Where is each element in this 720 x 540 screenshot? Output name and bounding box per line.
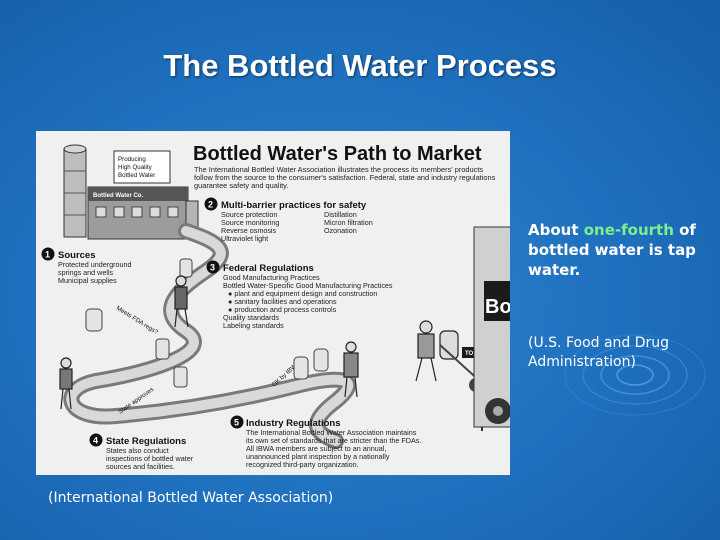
step-2-left-2: Source monitoring <box>221 218 279 227</box>
fact-prefix: About <box>528 221 584 239</box>
step-1-line-3: Municipal supplies <box>58 276 117 285</box>
step-5-line-3: All IBWA members are subject to an annua… <box>246 444 386 453</box>
step-5-number: 5 <box>234 418 239 428</box>
fda-source-note: (U.S. Food and Drug Administration) <box>528 335 670 370</box>
step-3-line-3: ● plant and equipment design and constru… <box>228 289 377 298</box>
inspector-figure-ibwa <box>343 341 359 398</box>
poster-intro-line-1: The International Bottled Water Associat… <box>194 165 483 174</box>
poster-title: Bottled Water's Path to Market <box>193 143 482 165</box>
step-2-title: Multi-barrier practices for safety <box>221 200 367 211</box>
step-4-badge <box>89 433 103 447</box>
water-bottles <box>85 258 329 388</box>
water-ripple-decoration <box>564 334 706 416</box>
step-4-line-3: sources and facilities. <box>106 462 175 471</box>
quality-billboard: Producing High Quality Bottled Water <box>113 150 171 184</box>
step-3-title: Federal Regulations <box>223 263 314 274</box>
tap-water-fact: About one-fourth of bottled water is tap… <box>528 220 713 280</box>
step-2-right-3: Ozonation <box>324 226 357 235</box>
step-2-badge <box>204 197 218 211</box>
step-3-line-7: Labeling standards <box>223 321 284 330</box>
step-3-line-1: Good Manufacturing Practices <box>223 273 320 282</box>
delivery-truck: Bo <box>473 226 510 428</box>
inspector-figure-fda <box>174 275 189 328</box>
fact-suffix: of bottled water is tap water. <box>528 221 696 279</box>
image-caption: (International Bottled Water Association… <box>48 490 334 506</box>
step-3-line-5: ● production and process controls <box>228 305 337 314</box>
truck-logo: Bo <box>485 296 510 318</box>
step-2-right-2: Micron filtration <box>324 218 373 227</box>
step-3-badge <box>206 260 220 274</box>
factory-sign: Bottled Water Co. <box>93 193 143 199</box>
delivery-worker <box>415 320 459 382</box>
poster-intro-line-2: follow from the source to the consumer's… <box>194 173 496 182</box>
step-5-line-2: its own set of standards that are strict… <box>246 436 421 445</box>
step-5-line-1: The International Bottled Water Associat… <box>246 428 417 437</box>
step-5-line-4: unannounced plant inspection by a nation… <box>246 452 390 461</box>
step-2-number: 2 <box>208 200 213 210</box>
step-4-number: 4 <box>93 436 98 446</box>
step-1-line-2: springs and wells <box>58 268 114 277</box>
poster-intro-line-3: guarantee safety and quality. <box>194 181 288 190</box>
billboard-line-2: High Quality <box>118 164 153 171</box>
step-3-line-2: Bottled Water-Specific Good Manufacturin… <box>223 281 393 290</box>
slide-title: The Bottled Water Process <box>163 48 557 83</box>
step-2-left-3: Reverse osmosis <box>221 226 277 235</box>
step-5-title: Industry Regulations <box>246 418 340 429</box>
fact-highlight: one-fourth <box>583 221 674 239</box>
step-3-number: 3 <box>210 263 215 273</box>
step-4-line-2: inspections of bottled water <box>106 454 194 463</box>
step-4-title: State Regulations <box>106 436 186 447</box>
step-1-badge <box>41 247 55 261</box>
inspector-figure-state <box>59 357 73 410</box>
step-4-line-1: States also conduct <box>106 446 169 455</box>
step-5-line-5: recognized third-party organization. <box>246 460 359 469</box>
step-5-badge <box>230 415 244 429</box>
billboard-line-3: Bottled Water <box>118 172 155 179</box>
silo-tower <box>63 144 87 238</box>
step-2-right-1: Distillation <box>324 210 357 219</box>
step-2-left-4: Ultraviolet light <box>221 234 268 243</box>
step-2-left-1: Source protection <box>221 210 277 219</box>
poster-illustration: Bottled Water's Path to Market The Inter… <box>36 131 510 475</box>
step-3-line-4: ● sanitary facilities and operations <box>228 297 337 306</box>
step-1-title: Sources <box>58 250 96 261</box>
bottled-water-diagram: Bottled Water's Path to Market The Inter… <box>36 131 510 475</box>
step-3-line-6: Quality standards <box>223 313 279 322</box>
billboard-line-1: Producing <box>118 156 146 163</box>
step-1-line-1: Protected underground <box>58 260 132 269</box>
step-1-number: 1 <box>45 250 50 260</box>
